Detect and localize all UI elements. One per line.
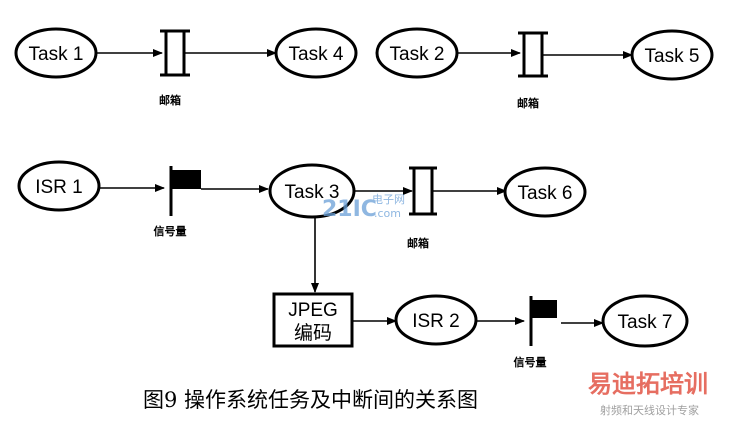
figure-caption: 图9 操作系统任务及中断间的关系图: [143, 388, 478, 412]
svg-text:Task 6: Task 6: [518, 183, 573, 204]
watermark-21ic: 21IC 电子网 .com: [322, 193, 405, 222]
svg-text:Task 7: Task 7: [618, 312, 673, 333]
node-task2: Task 2: [375, 27, 459, 79]
svg-text:Task 5: Task 5: [645, 46, 700, 67]
semaphore2-flag-icon: [529, 296, 557, 346]
node-task3: Task 3: [268, 163, 356, 219]
svg-text:21IC: 21IC: [322, 197, 377, 222]
svg-text:易迪拓培训: 易迪拓培训: [588, 370, 708, 398]
svg-text:ISR 1: ISR 1: [35, 177, 83, 198]
mailbox3-icon: [409, 166, 437, 216]
node-task6: Task 6: [503, 166, 587, 218]
svg-text:ISR 2: ISR 2: [412, 311, 460, 332]
node-isr2: ISR 2: [394, 294, 478, 346]
node-task4: Task 4: [274, 27, 358, 79]
node-task1: Task 1: [14, 27, 98, 79]
node-task5: Task 5: [630, 29, 714, 81]
node-task7: Task 7: [601, 294, 689, 348]
svg-text:Task 1: Task 1: [29, 44, 84, 65]
svg-text:射频和天线设计专家: 射频和天线设计专家: [600, 403, 699, 417]
semaphore1-flag-icon: [169, 166, 201, 216]
node-jpeg-encode: JPEG 编码: [272, 292, 354, 348]
svg-text:编码: 编码: [294, 322, 332, 344]
svg-text:Task 4: Task 4: [289, 44, 344, 65]
svg-text:JPEG: JPEG: [288, 300, 338, 321]
svg-text:Task 2: Task 2: [390, 44, 445, 65]
svg-text:Task 3: Task 3: [285, 182, 340, 203]
svg-text:.com: .com: [374, 207, 401, 220]
watermark-edatop: 易迪拓培训 射频和天线设计专家: [588, 370, 708, 417]
mailbox1-icon: [160, 29, 190, 77]
mailbox2-label: 邮箱: [517, 96, 539, 110]
semaphore1-label: 信号量: [154, 224, 187, 238]
mailbox3-label: 邮箱: [407, 236, 429, 250]
mailbox1-label: 邮箱: [159, 93, 181, 107]
node-isr1: ISR 1: [17, 160, 101, 212]
semaphore2-label: 信号量: [514, 355, 547, 369]
svg-text:电子网: 电子网: [372, 193, 405, 206]
